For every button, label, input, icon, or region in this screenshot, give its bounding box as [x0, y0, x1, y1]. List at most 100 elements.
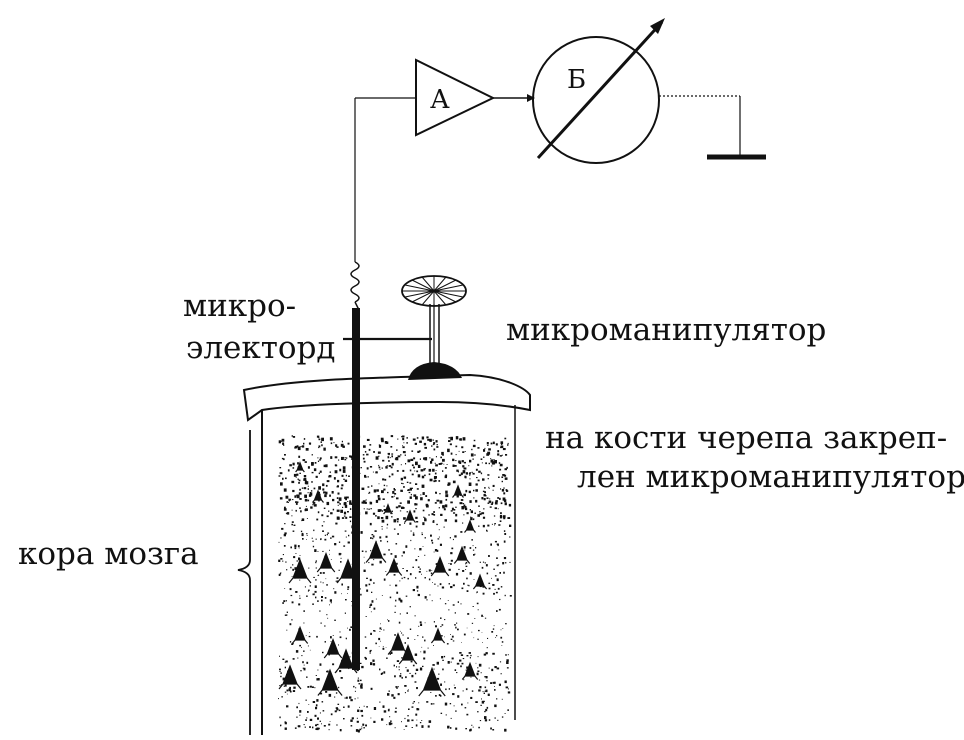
tissue-speck [472, 726, 474, 728]
tissue-speck [445, 688, 447, 691]
neuron-cell [398, 643, 418, 665]
tissue-speck [345, 516, 348, 519]
tissue-speck [399, 675, 402, 678]
tissue-speck [319, 459, 321, 461]
tissue-speck [315, 538, 317, 540]
tissue-speck [330, 442, 333, 445]
tissue-speck [339, 636, 342, 639]
tissue-speck [397, 438, 399, 440]
tissue-speck [394, 710, 397, 713]
tissue-speck [366, 706, 368, 708]
tissue-speck [394, 675, 396, 678]
tissue-speck [440, 456, 442, 459]
tissue-speck [305, 505, 307, 507]
tissue-speck [360, 683, 363, 687]
tissue-speck [292, 690, 296, 692]
tissue-speck [478, 689, 481, 692]
tissue-speck [412, 533, 415, 536]
tissue-speck [282, 442, 285, 445]
tissue-speck [339, 729, 342, 732]
skull-label-line2: лен микроманипулятор [577, 459, 964, 495]
tissue-speck [429, 439, 432, 442]
tissue-speck [321, 444, 323, 447]
tissue-speck [487, 502, 490, 504]
tissue-speck [428, 514, 430, 516]
tissue-speck [463, 493, 466, 497]
tissue-speck [423, 657, 426, 660]
tissue-speck [375, 598, 377, 600]
neuron-cell [383, 503, 393, 515]
neuron-cell [387, 632, 409, 655]
tissue-speck [483, 494, 486, 497]
tissue-speck [298, 547, 300, 549]
tissue-speck [420, 469, 424, 472]
tissue-speck [498, 564, 500, 566]
tissue-speck [504, 713, 506, 714]
tissue-speck [306, 717, 308, 719]
tissue-speck [294, 495, 297, 498]
tissue-speck [504, 468, 507, 471]
tissue-speck [415, 559, 418, 562]
tissue-speck [381, 519, 385, 523]
tissue-speck [382, 498, 385, 500]
tissue-speck [393, 696, 396, 699]
tissue-speck [398, 621, 401, 624]
amplifier-to-meter-wire [493, 94, 535, 102]
tissue-speck [280, 558, 283, 560]
tissue-speck [385, 515, 389, 520]
tissue-speck [467, 702, 469, 704]
tissue-speck [436, 549, 439, 552]
tissue-speck [364, 474, 367, 478]
tissue-speck [422, 492, 425, 495]
tissue-speck [298, 492, 302, 495]
tissue-speck [315, 475, 318, 478]
tissue-speck [440, 462, 443, 465]
tissue-speck [278, 541, 280, 543]
tissue-speck [305, 508, 308, 511]
tissue-speck [316, 727, 319, 731]
tissue-speck [401, 657, 403, 659]
tissue-speck [437, 538, 440, 540]
tissue-speck [343, 706, 345, 708]
tissue-speck [341, 484, 344, 487]
tissue-speck [314, 549, 317, 552]
tissue-speck [285, 512, 287, 514]
tissue-speck [435, 625, 437, 628]
tissue-speck [379, 560, 382, 564]
tissue-speck [477, 711, 479, 713]
tissue-speck [375, 515, 377, 517]
tissue-speck [487, 637, 489, 639]
tissue-speck [361, 665, 364, 669]
tissue-speck [487, 451, 491, 455]
tissue-speck [339, 631, 341, 633]
tissue-speck [389, 596, 392, 599]
tissue-speck [473, 439, 476, 442]
tissue-speck [319, 457, 322, 460]
tissue-speck [494, 502, 498, 505]
tissue-speck [385, 466, 388, 469]
tissue-speck [375, 499, 379, 503]
tissue-speck [490, 442, 493, 445]
tissue-speck [475, 662, 477, 664]
tissue-speck [334, 456, 338, 459]
tissue-speck [506, 466, 508, 469]
tissue-speck [354, 698, 356, 700]
tissue-speck [427, 725, 430, 728]
tissue-speck [487, 693, 490, 696]
tissue-speck [451, 635, 454, 638]
tissue-speck [347, 593, 348, 594]
tissue-speck [472, 458, 474, 460]
tissue-speck [500, 488, 502, 490]
tissue-speck [372, 535, 375, 538]
tissue-speck [407, 459, 411, 463]
tissue-speck [387, 709, 390, 712]
tissue-speck [282, 560, 284, 562]
tissue-speck [343, 502, 347, 506]
tissue-speck [278, 559, 281, 562]
tissue-speck [279, 668, 281, 671]
tissue-speck [278, 440, 282, 444]
tissue-speck [473, 497, 475, 499]
tissue-speck [347, 501, 349, 502]
tissue-speck [311, 462, 314, 466]
tissue-speck [492, 489, 494, 491]
